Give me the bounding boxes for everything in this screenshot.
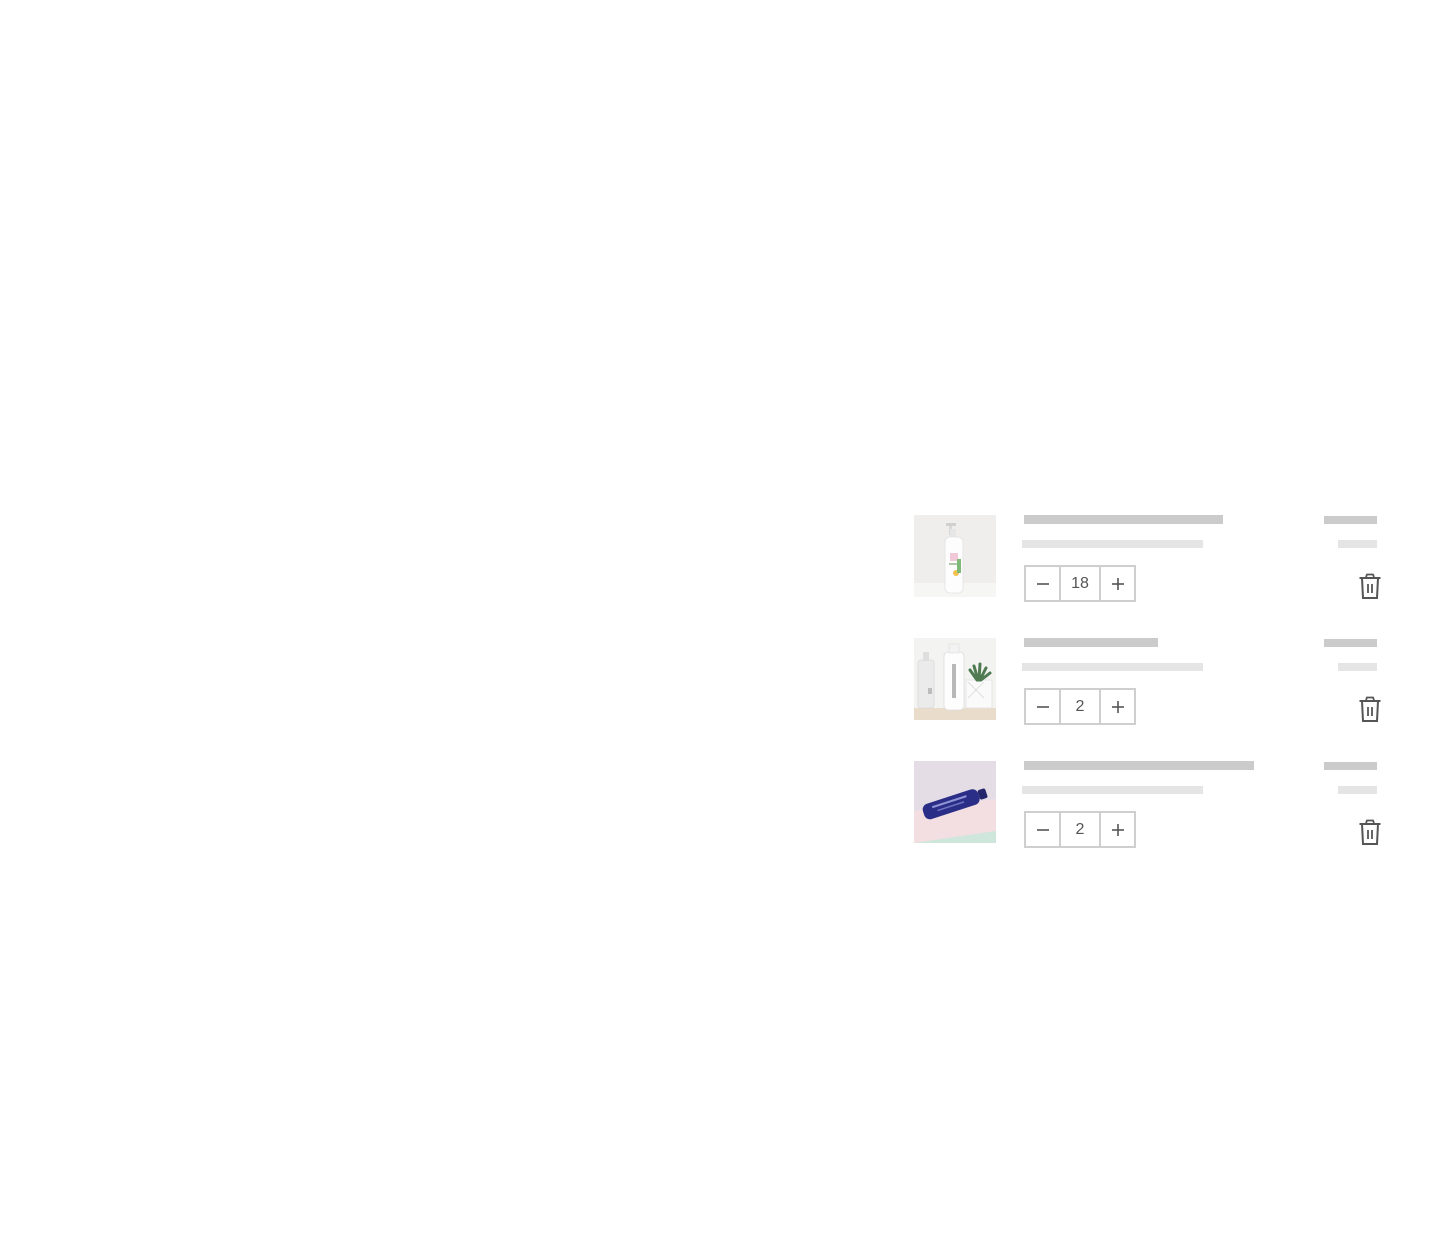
remove-item-button[interactable]	[1357, 818, 1383, 846]
cart-item: 18	[914, 515, 1384, 605]
price-placeholder	[1324, 516, 1377, 524]
quantity-input[interactable]: 18	[1059, 567, 1101, 600]
product-image[interactable]	[914, 638, 996, 720]
product-title-placeholder	[1024, 761, 1254, 770]
product-title-placeholder	[1024, 638, 1158, 647]
increase-quantity-button[interactable]	[1101, 813, 1134, 846]
product-image[interactable]	[914, 761, 996, 843]
quantity-stepper: 2	[1024, 688, 1136, 725]
plus-icon	[1111, 700, 1124, 713]
minus-icon	[1036, 582, 1049, 585]
cart-item: 2	[914, 761, 1384, 851]
minus-icon	[1036, 828, 1049, 831]
decrease-quantity-button[interactable]	[1026, 567, 1059, 600]
decrease-quantity-button[interactable]	[1026, 690, 1059, 723]
unit-price-placeholder	[1338, 786, 1377, 794]
plus-icon	[1111, 577, 1124, 590]
product-image[interactable]	[914, 515, 996, 597]
trash-icon	[1359, 819, 1381, 845]
trash-icon	[1359, 573, 1381, 599]
unit-price-placeholder	[1338, 663, 1377, 671]
plus-icon	[1111, 823, 1124, 836]
increase-quantity-button[interactable]	[1101, 690, 1134, 723]
quantity-input[interactable]: 2	[1059, 813, 1101, 846]
unit-price-placeholder	[1338, 540, 1377, 548]
decrease-quantity-button[interactable]	[1026, 813, 1059, 846]
product-variant-placeholder	[1022, 540, 1203, 548]
cart-item: 2	[914, 638, 1384, 728]
quantity-stepper: 2	[1024, 811, 1136, 848]
quantity-stepper: 18	[1024, 565, 1136, 602]
trash-icon	[1359, 696, 1381, 722]
quantity-input[interactable]: 2	[1059, 690, 1101, 723]
remove-item-button[interactable]	[1357, 572, 1383, 600]
product-variant-placeholder	[1022, 786, 1203, 794]
remove-item-button[interactable]	[1357, 695, 1383, 723]
product-variant-placeholder	[1022, 663, 1203, 671]
increase-quantity-button[interactable]	[1101, 567, 1134, 600]
price-placeholder	[1324, 639, 1377, 647]
minus-icon	[1036, 705, 1049, 708]
product-title-placeholder	[1024, 515, 1223, 524]
price-placeholder	[1324, 762, 1377, 770]
